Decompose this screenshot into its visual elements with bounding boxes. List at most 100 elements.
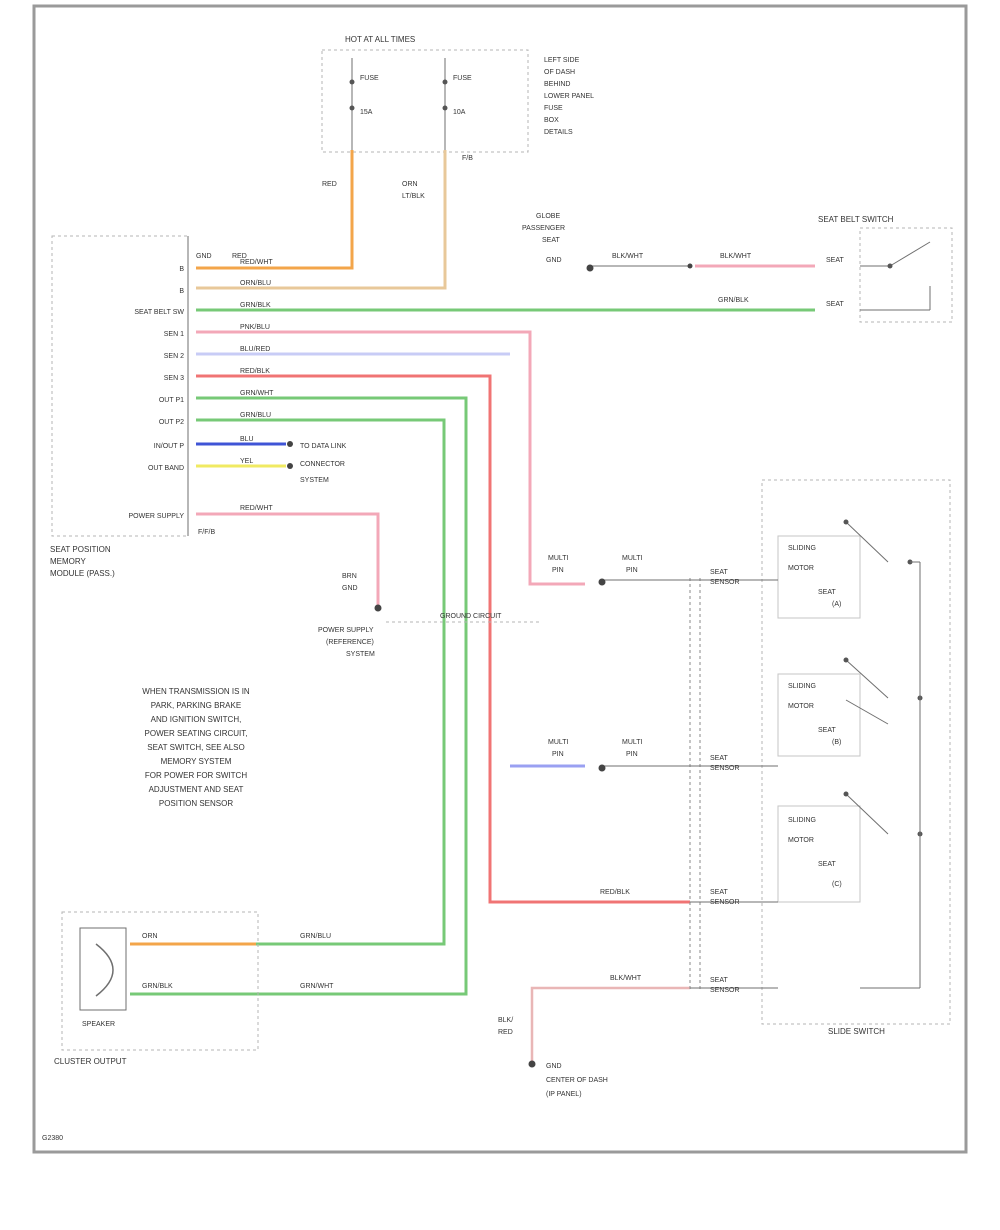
diagram-label: 15A — [360, 109, 373, 116]
diagram-label: MULTI — [622, 555, 643, 562]
diagram-label: PIN — [552, 751, 564, 758]
diagram-label: GRN/BLU — [300, 933, 331, 940]
diagram-label: POWER SEATING CIRCUIT, — [145, 729, 248, 738]
diagram-label: POWER SUPPLY — [318, 627, 374, 634]
diagram-label: ADJUSTMENT AND SEAT — [149, 785, 244, 794]
diagram-label: SLIDING — [788, 683, 816, 690]
wire-pink-power — [196, 512, 380, 606]
diagram-label: SYSTEM — [300, 477, 329, 484]
diagram-label: GRN/BLK — [142, 983, 173, 990]
diagram-label: BEHIND — [544, 81, 570, 88]
diagram-label: SENSOR — [710, 987, 740, 994]
diagram-label: SEAT — [818, 861, 836, 868]
diagram-label: (C) — [832, 881, 842, 888]
diagram-label: 10A — [453, 109, 466, 116]
diagram-label: SEAT — [710, 569, 728, 576]
diagram-label: CLUSTER OUTPUT — [54, 1057, 127, 1066]
diagram-label: IN/OUT P — [154, 443, 185, 450]
diagram-label: SEAT BELT SW — [134, 309, 184, 316]
diagram-label: SEAT — [818, 727, 836, 734]
diagram-label: BRN — [342, 573, 357, 580]
diagram-label: BLU — [240, 436, 254, 443]
diagram-label: POWER SUPPLY — [129, 513, 185, 520]
diagram-label: RED/WHT — [240, 505, 273, 512]
diagram-label: MOTOR — [788, 565, 814, 572]
diagram-label: OUT P1 — [159, 397, 184, 404]
diagram-label: OF DASH — [544, 69, 575, 76]
ground-bottom: BLK/ RED GND CENTER OF DASH (IP PANEL) — [498, 1017, 608, 1098]
diagram-label: RED — [232, 253, 247, 260]
diagram-label: MULTI — [622, 739, 643, 746]
wire-pink — [196, 330, 585, 586]
wire-orange — [196, 150, 354, 270]
diagram-label: LT/BLK — [402, 193, 425, 200]
diagram-label: LEFT SIDE — [544, 57, 580, 64]
footer-code: G2380 — [42, 1135, 63, 1142]
diagram-label: RED — [498, 1029, 513, 1036]
diagram-label: SEN 3 — [164, 375, 184, 382]
diagram-label: SLIDING — [788, 817, 816, 824]
diagram-label: ORN — [402, 181, 418, 188]
diagram-label: RED/WHT — [240, 259, 273, 266]
diagram-label: GRN/BLK — [240, 302, 271, 309]
diagram-label: BLK/WHT — [610, 975, 642, 982]
diagram-label: SEAT BELT SWITCH — [818, 215, 894, 224]
diagram-label: MULTI — [548, 739, 569, 746]
data-link-connector: TO DATA LINK CONNECTOR SYSTEM — [287, 441, 347, 484]
diagram-label: HOT AT ALL TIMES — [345, 35, 415, 44]
diagram-frame — [32, 4, 968, 1154]
slide-switch-block: SLIDE SWITCH SLIDING MOTOR SEAT (A) SLID… — [548, 479, 951, 1036]
diagram-label: B — [179, 288, 184, 295]
diagram-label: MOTOR — [788, 703, 814, 710]
diagram-label: LOWER PANEL — [544, 93, 594, 100]
diagram-label: SEAT POSITION — [50, 545, 111, 554]
diagram-label: BLK/WHT — [612, 253, 644, 260]
diagram-label: MULTI — [548, 555, 569, 562]
diagram-label: PIN — [626, 751, 638, 758]
diagram-label: CONNECTOR — [300, 461, 345, 468]
ground-left: BRN GND POWER SUPPLY (REFERENCE) SYSTEM … — [318, 573, 540, 658]
wire-bottom-gnd — [530, 986, 690, 1062]
wire-green-1 — [196, 396, 468, 996]
circuit-note: WHEN TRANSMISSION IS IN PARK, PARKING BR… — [142, 687, 250, 808]
diagram-label: OUT P2 — [159, 419, 184, 426]
diagram-label: SENSOR — [710, 899, 740, 906]
seat-belt-switch: SEAT BELT SWITCH SEAT SEAT BLK/WHT BLK/W… — [522, 213, 953, 323]
diagram-label: SEAT — [818, 589, 836, 596]
diagram-label: RED/BLK — [600, 889, 630, 896]
diagram-label: GND — [196, 253, 212, 260]
diagram-label: SEAT SWITCH, SEE ALSO — [147, 743, 245, 752]
diagram-label: F/B — [462, 155, 473, 162]
fuse-block: HOT AT ALL TIMES FUSE 15A FUSE 10A LEFT … — [321, 35, 594, 200]
memory-module: SEAT POSITION MEMORY MODULE (PASS.) GND … — [50, 235, 274, 578]
diagram-label: ORN — [142, 933, 158, 940]
diagram-label: SENSOR — [710, 579, 740, 586]
diagram-label: GND — [342, 585, 358, 592]
diagram-label: OUT BAND — [148, 465, 184, 472]
diagram-label: GND — [546, 257, 562, 264]
diagram-label: SEAT — [710, 977, 728, 984]
diagram-label: GROUND CIRCUIT — [440, 613, 502, 620]
diagram-label: GRN/WHT — [240, 390, 274, 397]
diagram-label: FUSE — [360, 75, 379, 82]
diagram-label: BOX — [544, 117, 559, 124]
diagram-label: GRN/BLU — [240, 412, 271, 419]
diagram-label: SEN 2 — [164, 353, 184, 360]
diagram-label: SLIDING — [788, 545, 816, 552]
diagram-label: RED — [322, 181, 337, 188]
diagram-label: BLK/WHT — [720, 253, 752, 260]
diagram-label: (B) — [832, 739, 841, 746]
diagram-label: F/F/B — [198, 529, 215, 536]
diagram-label: (A) — [832, 601, 841, 608]
diagram-label: PIN — [626, 567, 638, 574]
diagram-label: WHEN TRANSMISSION IS IN — [142, 687, 250, 696]
speaker: SPEAKER CLUSTER OUTPUT ORN GRN/BLK GRN/B… — [54, 911, 334, 1066]
diagram-label: RED/BLK — [240, 368, 270, 375]
diagram-label: PARK, PARKING BRAKE — [151, 701, 241, 710]
diagram-label: PIN — [552, 567, 564, 574]
diagram-label: SEAT — [826, 257, 844, 264]
diagram-label: GRN/WHT — [300, 983, 334, 990]
diagram-label: AND IGNITION SWITCH, — [151, 715, 242, 724]
diagram-label: ORN/BLU — [240, 280, 271, 287]
